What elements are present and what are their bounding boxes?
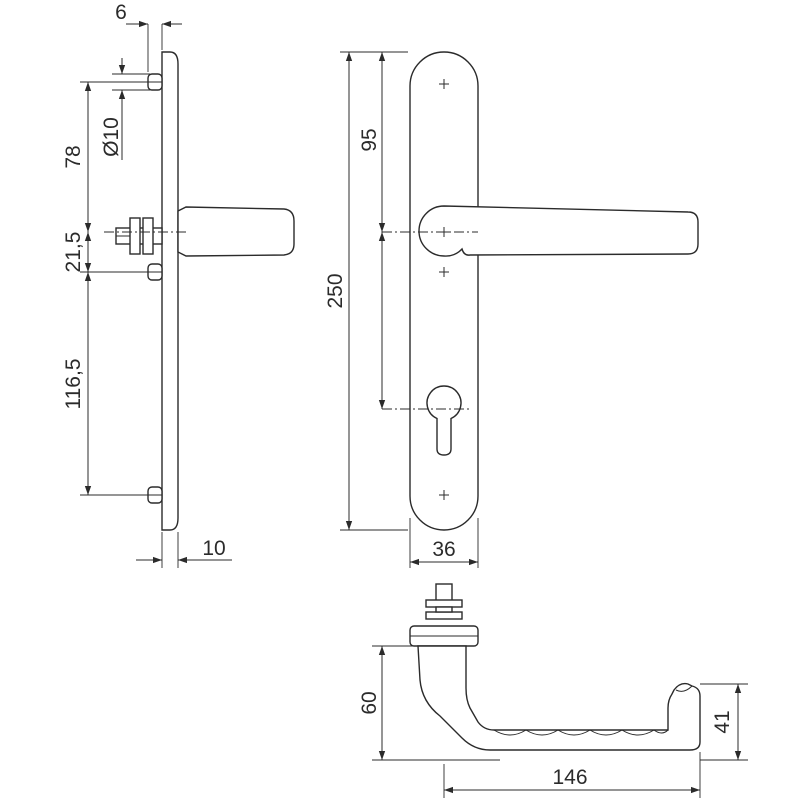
dim-plate-width: 36: [432, 538, 455, 561]
front-screw-mark-middle: [439, 267, 449, 277]
front-screw-mark-top: [439, 79, 449, 89]
dim-side-plate-thickness: 6: [115, 1, 127, 24]
side-plate: [161, 51, 179, 531]
front-plate: [409, 51, 479, 531]
side-spindle: [115, 217, 163, 255]
front-handle: [418, 205, 699, 257]
side-handle: [177, 206, 295, 257]
front-view: 250 95 36: [324, 51, 699, 568]
top-lever: [417, 645, 701, 751]
top-spindle: [425, 583, 463, 620]
handle-top-view: 60 41 146: [358, 583, 748, 798]
dim-spindle-to-cylinder: 95: [358, 128, 381, 151]
dim-handle-height: 60: [358, 691, 381, 714]
dim-handle-end-height: 41: [711, 710, 734, 733]
dim-hole-diameter: Ø10: [100, 117, 123, 157]
dim-hole-to-bottom-hole: 116,5: [62, 359, 85, 410]
dim-handle-length: 146: [552, 766, 587, 789]
side-screw-boss-bottom: [147, 486, 163, 504]
dim-plate-length: 250: [324, 273, 347, 308]
dim-hole-to-spindle: 78: [62, 145, 85, 168]
side-view: 6 Ø10 78 21,5 116,5 10: [62, 1, 295, 568]
side-screw-boss-middle: [147, 263, 163, 281]
cylinder-hole: [426, 385, 462, 456]
dim-plate-depth: 10: [202, 537, 225, 560]
front-screw-mark-bottom: [439, 490, 449, 500]
dim-spindle-to-hole: 21,5: [62, 232, 85, 273]
side-screw-boss-top: [147, 73, 163, 91]
